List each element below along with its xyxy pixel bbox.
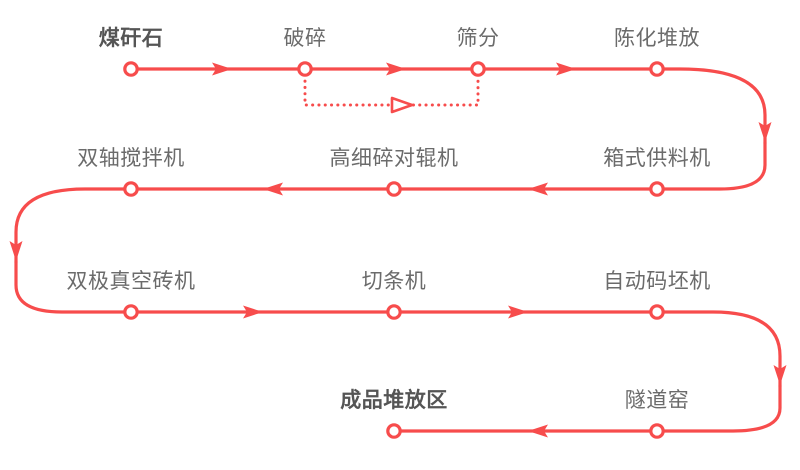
node-circle-n5[interactable] [649, 181, 665, 197]
connector-path-uturn-right-top [655, 141, 767, 191]
node-circle-n10[interactable] [649, 304, 665, 320]
arrowhead-n3-n4 [556, 62, 576, 76]
node-label-n12: 成品堆放区 [340, 388, 448, 412]
node-label-n5: 箱式供料机 [603, 146, 711, 170]
connector-row1 [129, 62, 772, 145]
connector-row3 [129, 305, 787, 388]
arrowhead-uturn-right-bottom [773, 365, 787, 385]
connector-path-uturn-left-bottom [14, 260, 133, 314]
arrowhead-n11-n12 [528, 424, 548, 438]
arrowhead-uturn-left [9, 241, 23, 261]
connector-path-row1 [129, 67, 767, 145]
arrowhead-n2-n3 [386, 62, 406, 76]
node-label-n3: 筛分 [456, 26, 500, 50]
node-circles [123, 61, 665, 439]
node-label-n10: 自动码坯机 [603, 269, 711, 293]
node-label-n8: 双极真空砖机 [66, 269, 196, 293]
connector-feedback-loop [303, 73, 480, 114]
arrowhead-n9-n10 [508, 305, 528, 319]
connector-uturn-right-top [655, 141, 767, 191]
node-circle-n1[interactable] [123, 61, 139, 77]
connector-uturn-right-bottom [655, 384, 782, 433]
node-label-n9: 切条机 [361, 269, 427, 293]
node-circle-n8[interactable] [123, 304, 139, 320]
node-circle-n4[interactable] [649, 61, 665, 77]
connector-path-row2 [14, 187, 659, 264]
arrowhead-n5-n6 [528, 182, 548, 196]
connector-path-uturn-right-bottom2 [655, 384, 782, 433]
node-circle-n2[interactable] [297, 61, 313, 77]
connector-uturn-left [14, 260, 133, 314]
node-circle-n3[interactable] [470, 61, 486, 77]
arrowhead-n1-n2 [212, 62, 232, 76]
node-label-n11: 隧道窑 [624, 388, 690, 412]
arrowhead-n6-n7 [263, 182, 283, 196]
node-label-n6: 高细碎对辊机 [329, 146, 459, 170]
node-label-n7: 双轴搅拌机 [77, 146, 185, 170]
arrowhead-uturn-right-top [758, 122, 772, 142]
node-label-n2: 破碎 [283, 26, 327, 50]
node-label-n4: 陈化堆放 [614, 26, 700, 50]
connector-path-row3 [129, 310, 782, 388]
arrowhead-n8-n9 [243, 305, 263, 319]
connector-row2 [9, 182, 659, 264]
connector-row4 [392, 424, 659, 438]
node-circle-n12[interactable] [386, 423, 402, 439]
arrowhead-feedback-hollow [390, 96, 414, 114]
node-circle-n9[interactable] [386, 304, 402, 320]
node-circle-n11[interactable] [649, 423, 665, 439]
node-circle-n7[interactable] [123, 181, 139, 197]
node-circle-n6[interactable] [386, 181, 402, 197]
node-label-n1: 煤矸石 [98, 26, 164, 50]
